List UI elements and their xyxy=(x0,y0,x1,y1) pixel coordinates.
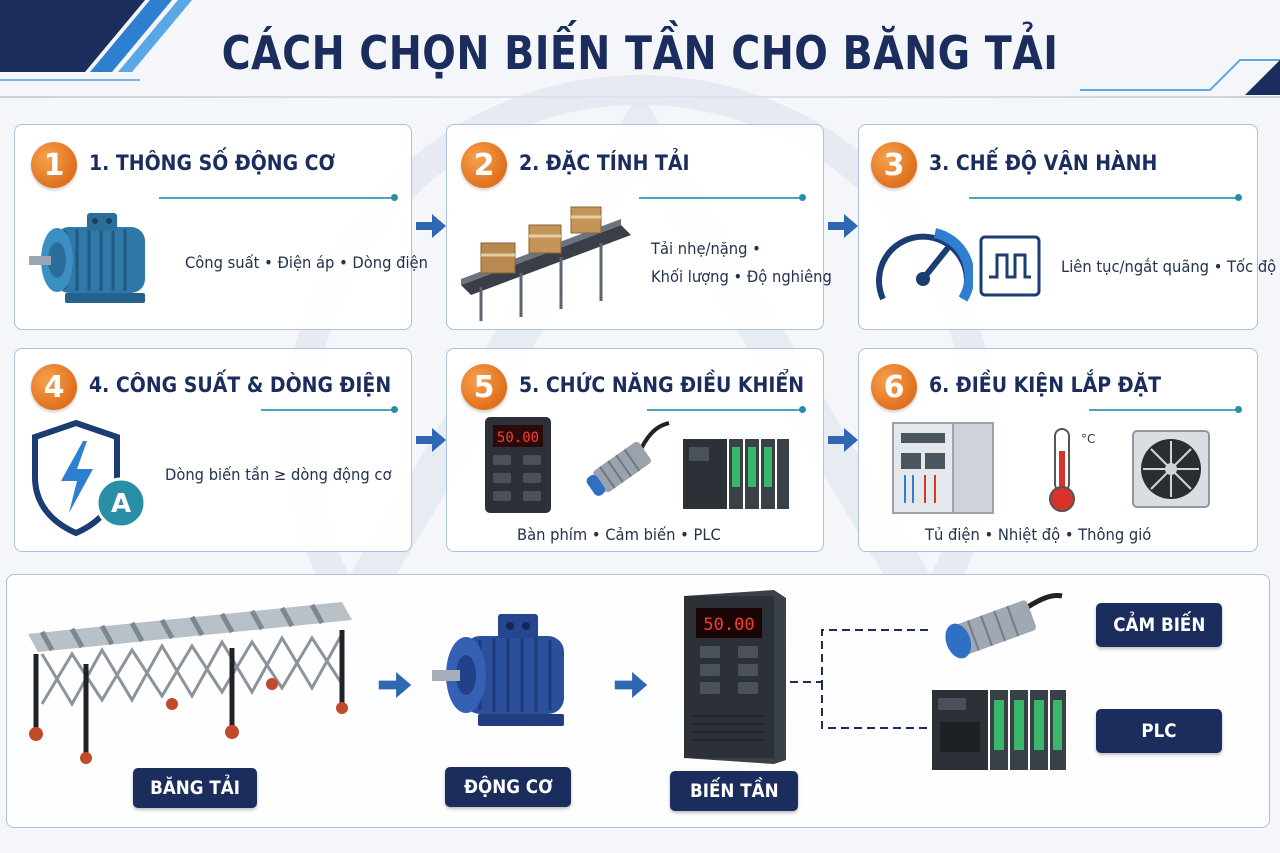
shield-bolt-icon: A xyxy=(32,419,147,537)
step-title-3: 3. CHẾ ĐỘ VẬN HÀNH xyxy=(929,151,1158,175)
arrow-right-icon xyxy=(416,428,446,452)
step-desc-5: Bàn phím • Cảm biến • PLC xyxy=(517,525,721,544)
step-title-6: 6. ĐIỀU KIỆN LẮP ĐẶT xyxy=(929,373,1162,397)
step-desc-2a: Tải nhẹ/nặng • xyxy=(651,239,761,258)
step-card-4: 4 4. CÔNG SUẤT & DÒNG ĐIỆN A Dòng biến t… xyxy=(14,348,412,552)
step-desc-3: Liên tục/ngắt quãng • Tốc độ xyxy=(1061,257,1277,276)
vfd-inverter-icon: 50.00 xyxy=(684,590,786,764)
step-card-5: 5 5. CHỨC NĂNG ĐIỀU KHIỂN 50.00 Bàn phím… xyxy=(446,348,824,552)
step-badge-5: 5 xyxy=(461,364,507,410)
motor-icon xyxy=(29,213,145,303)
step-desc-2b: Khối lượng • Độ nghiêng xyxy=(651,267,832,286)
step-title-2: 2. ĐẶC TÍNH TẢI xyxy=(519,151,690,175)
step-rule-4 xyxy=(261,406,398,412)
page-title: CÁCH CHỌN BIẾN TẦN CHO BĂNG TẢI xyxy=(221,26,1059,80)
pulse-wave-icon xyxy=(979,235,1041,297)
title-divider xyxy=(0,96,1280,98)
vfd-display: 50.00 xyxy=(703,615,754,635)
step-badge-3: 3 xyxy=(871,142,917,188)
thermometer-unit: °C xyxy=(1081,432,1095,446)
arrow-right-icon xyxy=(828,428,858,452)
plc-icon xyxy=(932,690,1066,770)
plc-icon xyxy=(683,439,789,509)
step-desc-6: Tủ điện • Nhiệt độ • Thông gió xyxy=(925,525,1152,544)
keypad-icon: 50.00 xyxy=(485,417,551,513)
header-circuit-icon xyxy=(1080,59,1280,95)
motor-label: ĐỘNG CƠ xyxy=(445,767,571,807)
step-desc-1: Công suất • Điện áp • Dòng điện xyxy=(185,253,428,272)
step-rule-6 xyxy=(1089,406,1242,412)
gauge-icon xyxy=(876,228,973,302)
step-badge-2: 2 xyxy=(461,142,507,188)
ventilation-fan-icon xyxy=(1132,430,1210,508)
motor-icon xyxy=(432,614,564,726)
step-title-1: 1. THÔNG SỐ ĐỘNG CƠ xyxy=(89,151,336,175)
roller-conveyor-icon xyxy=(28,602,352,764)
vfd-label: BIẾN TẦN xyxy=(670,771,798,811)
electrical-cabinet-icon xyxy=(892,422,994,514)
step-rule-5 xyxy=(647,406,806,412)
arrow-right-icon xyxy=(416,214,446,238)
step-card-3: 3 3. CHẾ ĐỘ VẬN HÀNH Liên tục/ngắt quãng… xyxy=(858,124,1276,330)
header-stripes-icon xyxy=(0,0,192,81)
step-title-4: 4. CÔNG SUẤT & DÒNG ĐIỆN xyxy=(89,373,392,397)
step-badge-4: 4 xyxy=(31,364,77,410)
proximity-sensor-icon xyxy=(945,593,1063,659)
plc-label: PLC xyxy=(1096,709,1222,753)
proximity-sensor-icon xyxy=(586,421,670,496)
signal-connection-lines xyxy=(790,629,930,729)
step-desc-4: Dòng biến tần ≥ dòng động cơ xyxy=(165,465,392,484)
conveyor-label: BĂNG TẢI xyxy=(133,768,257,808)
arrow-right-icon xyxy=(614,672,648,698)
step-card-6: 6 6. ĐIỀU KIỆN LẮP ĐẶT °C Tủ điện • Nhiệ… xyxy=(858,348,1258,552)
step-rule-1 xyxy=(159,194,398,200)
step-rule-2 xyxy=(639,194,806,200)
arrow-right-icon xyxy=(378,672,412,698)
thermometer-icon: °C xyxy=(1049,428,1095,512)
step-card-1: 1 1. THÔNG SỐ ĐỘNG CƠ Công suất • Điện á… xyxy=(14,124,428,330)
arrow-right-icon xyxy=(828,214,858,238)
step-rule-3 xyxy=(969,194,1242,200)
step-title-5: 5. CHỨC NĂNG ĐIỀU KHIỂN xyxy=(519,373,805,397)
step-card-2: 2 2. ĐẶC TÍNH TẢI Tải nhẹ/nặng • Khối lư… xyxy=(446,124,832,330)
conveyor-icon xyxy=(461,206,631,321)
keypad-display: 50.00 xyxy=(497,430,539,446)
step-badge-6: 6 xyxy=(871,364,917,410)
sensor-label: CẢM BIẾN xyxy=(1096,603,1222,647)
step-badge-1: 1 xyxy=(31,142,77,188)
ampere-letter: A xyxy=(111,489,131,519)
